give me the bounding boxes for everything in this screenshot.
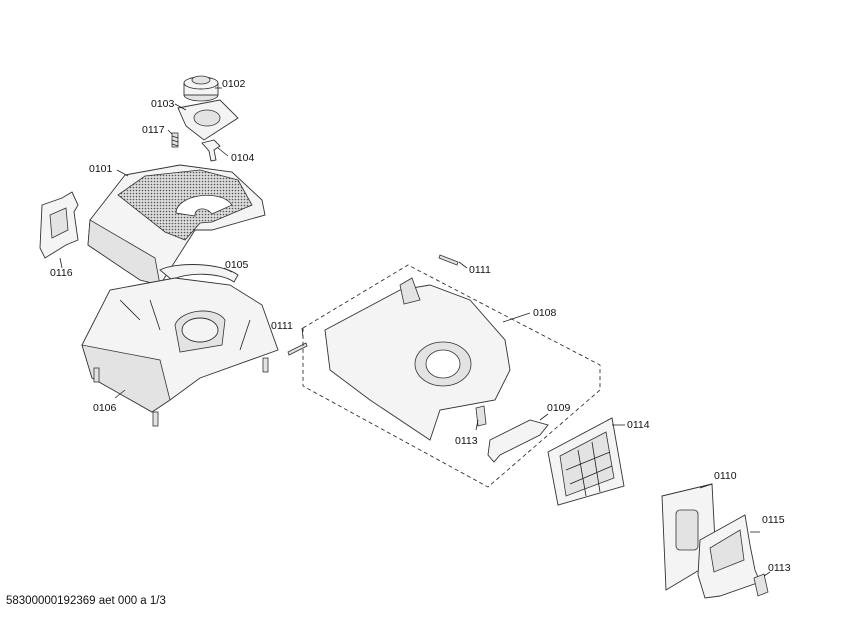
part-0101-top-cover xyxy=(87,164,266,286)
part-0108-rear-housing xyxy=(324,277,531,441)
part-0104-latch xyxy=(201,139,229,162)
part-0114-filter-grid xyxy=(547,417,625,506)
label-0109: 0109 xyxy=(547,402,571,414)
assembly-boundary xyxy=(302,264,601,488)
label-0117: 0117 xyxy=(142,124,165,136)
part-0111-screw-upper xyxy=(438,254,468,269)
label-0101: 0101 xyxy=(89,163,113,175)
part-0113-clip-upper xyxy=(475,405,487,431)
label-0104: 0104 xyxy=(231,152,255,164)
label-0103: 0103 xyxy=(151,98,175,110)
part-0111-screw-lower xyxy=(287,327,308,356)
label-0116: 0116 xyxy=(50,267,73,279)
part-0106-base xyxy=(81,277,279,427)
part-0113-clip-lower xyxy=(753,571,771,597)
part-0117-spring xyxy=(167,129,179,148)
label-0106: 0106 xyxy=(93,402,117,414)
label-0108: 0108 xyxy=(533,307,557,319)
label-0105: 0105 xyxy=(225,259,249,271)
label-0113-upper: 0113 xyxy=(455,435,478,447)
part-0115-holder xyxy=(697,514,761,599)
label-0115: 0115 xyxy=(762,514,785,526)
part-0116-bracket xyxy=(39,191,79,269)
label-0110: 0110 xyxy=(714,470,737,482)
part-0109-handle xyxy=(487,413,549,463)
label-0111-upper: 0111 xyxy=(469,264,491,276)
part-0105-seal xyxy=(159,264,239,283)
label-0102: 0102 xyxy=(222,78,246,90)
label-0113-lower: 0113 xyxy=(768,562,791,574)
document-footer-id: 58300000192369 aet 000 a 1/3 xyxy=(6,595,166,607)
label-0114: 0114 xyxy=(627,419,650,431)
part-0102-knob xyxy=(183,75,222,102)
part-0103-plate xyxy=(174,99,239,141)
label-0111-lower: 0111 xyxy=(271,320,293,332)
